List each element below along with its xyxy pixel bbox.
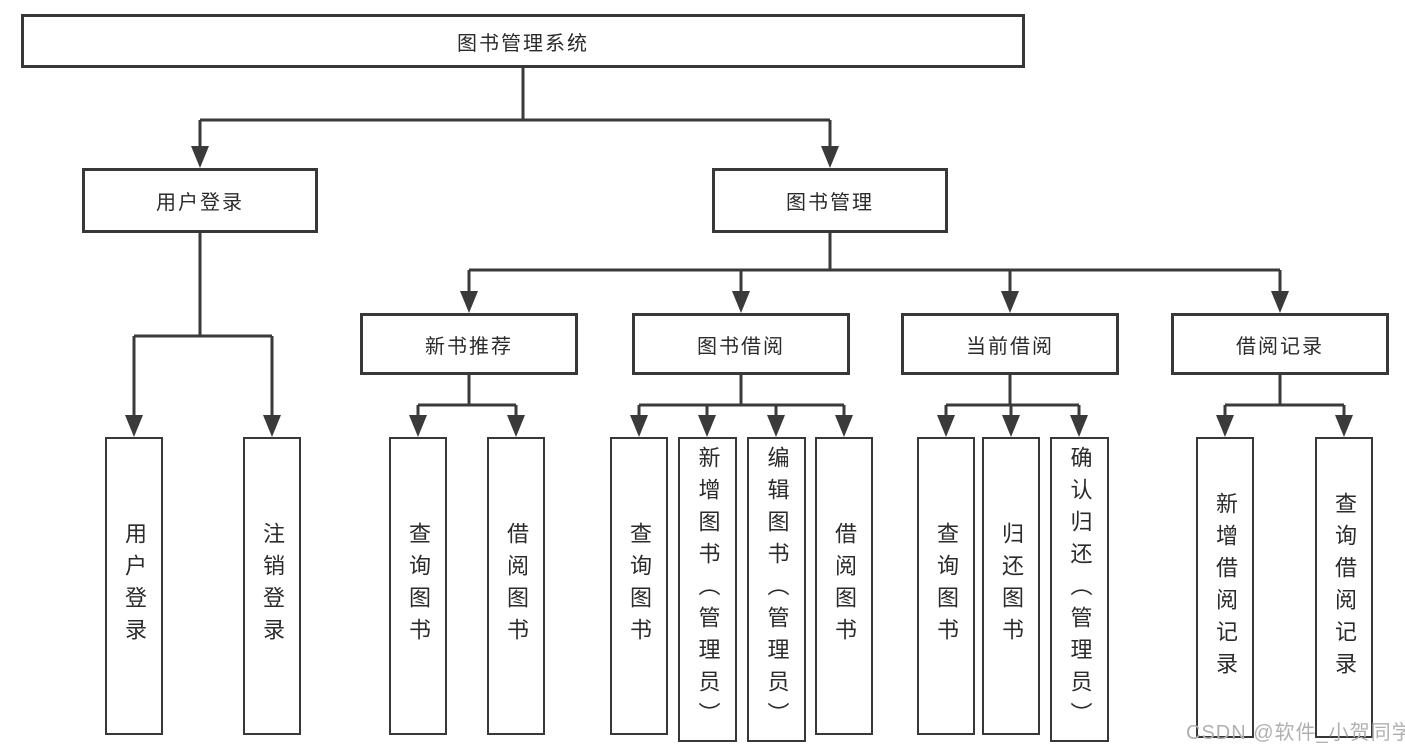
- node-current-borrow-label: 当前借阅: [966, 335, 1054, 358]
- connector-root: [198, 68, 832, 150]
- leaf-query-books-current: 查询图书: [917, 437, 975, 735]
- connector-borrow-records: [1223, 375, 1346, 419]
- leaf-query-books-recommend: 查询图书: [389, 437, 447, 735]
- node-book-management: 图书管理: [712, 168, 948, 233]
- leaf-borrow-books-label: 借阅图书: [832, 522, 857, 650]
- csdn-watermark: CSDN @软件_小贺同学: [1186, 722, 1405, 744]
- leaf-confirm-return-admin: 确认归还（管理员）: [1050, 437, 1109, 742]
- node-book-borrow: 图书借阅: [632, 313, 850, 375]
- leaf-add-book-admin: 新增图书（管理员）: [678, 437, 737, 742]
- leaf-return-book-label: 归还图书: [999, 522, 1024, 650]
- node-current-borrow: 当前借阅: [901, 313, 1119, 375]
- leaf-return-book: 归还图书: [982, 437, 1040, 735]
- node-new-book-recommend: 新书推荐: [360, 313, 578, 375]
- arrowheads: [125, 146, 1353, 437]
- node-book-management-label: 图书管理: [786, 192, 874, 214]
- node-root-system: 图书管理系统: [21, 14, 1025, 68]
- leaf-query-books-recommend-label: 查询图书: [406, 522, 431, 650]
- leaf-edit-book-admin: 编辑图书（管理员）: [747, 437, 806, 742]
- leaf-borrow-books-recommend-label: 借阅图书: [504, 522, 529, 650]
- leaf-logout-label: 注销登录: [260, 522, 285, 650]
- connector-user-login: [132, 233, 274, 419]
- node-book-borrow-label: 图书借阅: [697, 335, 785, 358]
- leaf-query-books-borrow-label: 查询图书: [627, 522, 652, 650]
- leaf-add-book-admin-label: 新增图书（管理员）: [695, 445, 721, 734]
- leaf-query-books-current-label: 查询图书: [934, 522, 959, 650]
- connector-book-management: [467, 233, 1282, 295]
- node-borrow-records-label: 借阅记录: [1236, 335, 1324, 358]
- leaf-confirm-return-admin-label: 确认归还（管理员）: [1067, 445, 1093, 734]
- leaf-borrow-books: 借阅图书: [815, 437, 873, 735]
- node-user-login-label: 用户登录: [156, 192, 244, 214]
- connector-current-borrow: [944, 375, 1081, 419]
- node-new-book-recommend-label: 新书推荐: [425, 335, 513, 358]
- leaf-add-borrow-record-label: 新增借阅记录: [1213, 491, 1238, 684]
- node-user-login: 用户登录: [82, 168, 318, 233]
- connector-new-book: [416, 375, 518, 419]
- leaf-user-login: 用户登录: [105, 437, 163, 735]
- leaf-edit-book-admin-label: 编辑图书（管理员）: [764, 445, 790, 734]
- node-root-system-label: 图书管理系统: [457, 32, 589, 55]
- leaf-query-books-borrow: 查询图书: [610, 437, 668, 735]
- leaf-logout: 注销登录: [243, 437, 301, 735]
- leaf-user-login-label: 用户登录: [122, 522, 147, 650]
- connector-book-borrow: [637, 375, 846, 419]
- leaf-query-borrow-record-label: 查询借阅记录: [1332, 491, 1357, 684]
- leaf-add-borrow-record: 新增借阅记录: [1196, 437, 1254, 738]
- node-borrow-records: 借阅记录: [1171, 313, 1389, 375]
- leaf-borrow-books-recommend: 借阅图书: [487, 437, 545, 735]
- leaf-query-borrow-record: 查询借阅记录: [1315, 437, 1373, 738]
